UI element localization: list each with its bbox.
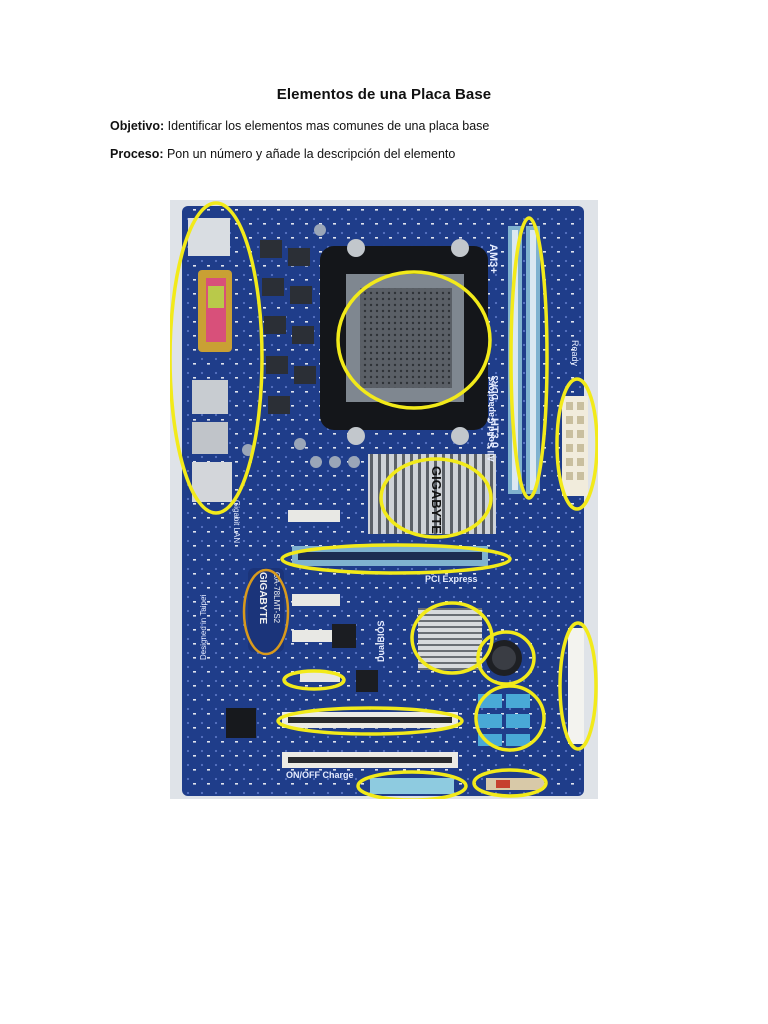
capacitors-text: All Solid Capacitors — [486, 377, 496, 462]
pcie-text: PCI Express — [425, 574, 478, 584]
front-panel-header — [486, 778, 544, 790]
cpu-socket — [320, 239, 488, 445]
objective-label: Objetivo: — [110, 119, 165, 133]
motherboard-photo: GIGABYTE AM3+ HT3.0 All Solid Capacitors… — [170, 200, 598, 799]
motherboard-illustration: GIGABYTE AM3+ HT3.0 All Solid Capacitors… — [170, 200, 598, 799]
highlight-pcie-x16 — [280, 543, 512, 575]
highlight-atx — [555, 377, 598, 511]
process-line: Proceso: Pon un número y añade la descri… — [110, 147, 455, 161]
onoff-text: ON/OFF Charge — [286, 770, 354, 780]
highlight-ide — [558, 621, 598, 751]
highlight-northbridge — [379, 457, 493, 539]
lan-text: Gigabit LAN — [232, 500, 241, 543]
dualbios-text: DualBIOS — [376, 620, 386, 662]
chipset-brand-text: GIGABYTE — [429, 466, 444, 534]
pcie-x1-slot-2 — [292, 594, 340, 606]
process-label: Proceso: — [110, 147, 164, 161]
page-title: Elementos de una Placa Base — [276, 86, 492, 103]
ddr-text: DDR3 — [490, 375, 500, 400]
highlight-southbridge — [410, 601, 494, 675]
highlight-brand-label — [242, 568, 290, 656]
highlight-cpu-socket — [336, 270, 492, 410]
highlight-dimm — [509, 216, 549, 500]
highlight-pcie-x1 — [282, 669, 346, 691]
usb-headers — [370, 778, 454, 794]
southbridge-heatsink — [418, 608, 482, 670]
taipei-text: Designed in Taipei — [199, 595, 208, 660]
pcie-x1-slot-3 — [292, 630, 340, 642]
ready-text: Ready — [570, 340, 580, 367]
highlight-usb — [356, 770, 468, 799]
brand-text: GIGABYTE — [257, 572, 268, 625]
highlight-sata — [474, 684, 546, 752]
sata-ports — [478, 694, 530, 746]
highlight-io-panel — [170, 201, 264, 515]
ide-connector — [568, 628, 584, 744]
process-text: Pon un número y añade la descripción del… — [163, 147, 456, 161]
pcie-x1-slot-4 — [300, 672, 340, 682]
pcie-x1-slot-1 — [288, 510, 340, 522]
highlight-pci — [276, 706, 464, 736]
model-text: GA-78LMT-S2 — [272, 572, 281, 624]
objective-line: Objetivo: Identificar los elementos mas … — [110, 119, 489, 133]
highlight-front-panel — [472, 768, 548, 798]
objective-text: Identificar los elementos mas comunes de… — [164, 119, 490, 133]
io-panel — [188, 218, 232, 502]
highlight-battery — [476, 630, 536, 686]
socket-text: AM3+ — [487, 244, 499, 274]
atx-connector — [562, 396, 588, 496]
ht-text: HT3.0 — [488, 418, 500, 448]
